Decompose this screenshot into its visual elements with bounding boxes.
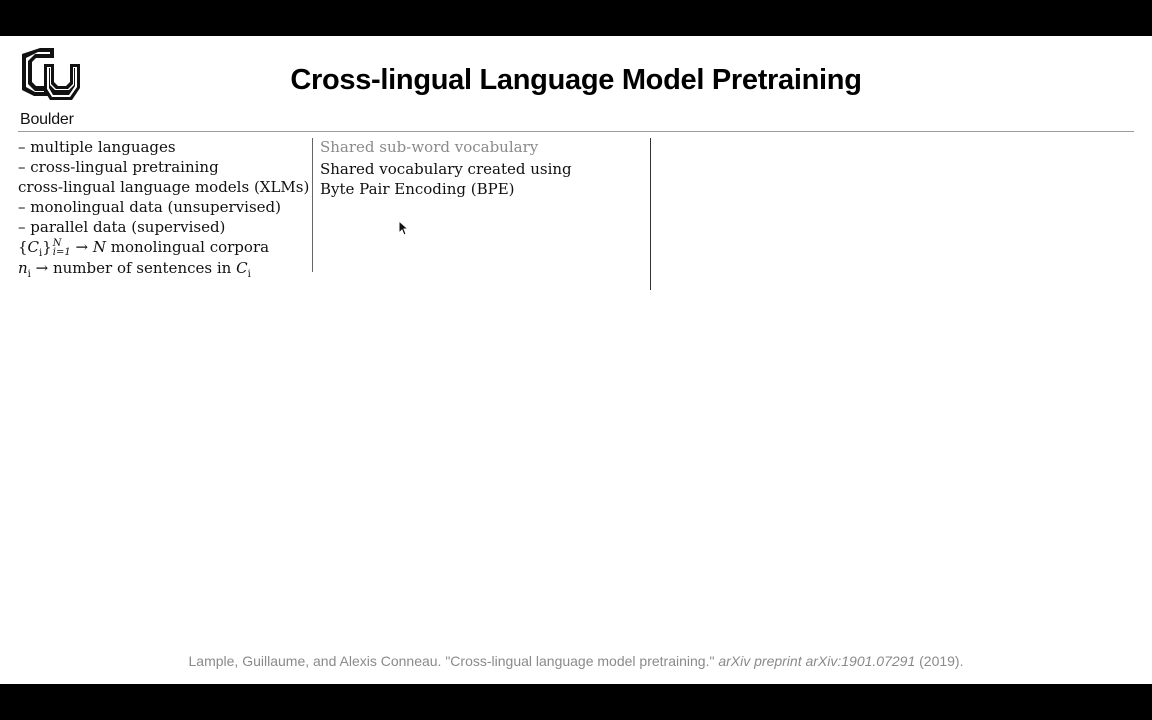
citation-venue: arXiv preprint arXiv:1901.07291 bbox=[718, 653, 916, 669]
math-arrow: → bbox=[70, 238, 93, 256]
column-divider-left bbox=[312, 138, 313, 272]
left-line: – multiple languages bbox=[18, 138, 176, 156]
left-line: cross-lingual language models (XLMs) bbox=[18, 178, 310, 196]
left-line: – cross-lingual pretraining bbox=[18, 158, 219, 176]
math-sub: i bbox=[247, 269, 251, 280]
slide-title-text: Cross-lingual Language Model Pretraining bbox=[290, 64, 862, 96]
math-brace-close: } bbox=[42, 238, 52, 256]
math-var: C bbox=[236, 259, 248, 277]
cu-logo-icon bbox=[22, 48, 80, 100]
math-var-n: N bbox=[92, 238, 106, 256]
logo-text: Boulder bbox=[20, 111, 74, 128]
slide-title: Cross-lingual Language Model Pretraining bbox=[0, 64, 1152, 97]
math-text: monolingual corpora bbox=[105, 238, 270, 256]
slide: Boulder Cross-lingual Language Model Pre… bbox=[0, 36, 1152, 684]
citation-year: (2019). bbox=[915, 653, 964, 669]
mouse-cursor-icon bbox=[398, 220, 408, 236]
column-divider-right bbox=[650, 138, 651, 290]
math-text: number of sentences in bbox=[52, 259, 237, 277]
math-sub: i bbox=[27, 269, 31, 280]
citation: Lample, Guillaume, and Alexis Conneau. "… bbox=[0, 653, 1152, 669]
header-divider bbox=[18, 131, 1134, 132]
middle-heading: Shared sub-word vocabulary bbox=[320, 138, 539, 156]
math-sub: i bbox=[39, 248, 43, 259]
middle-column: Shared sub-word vocabulary Shared vocabu… bbox=[320, 137, 645, 199]
math-arrow: → bbox=[30, 259, 53, 277]
left-line: – monolingual data (unsupervised) bbox=[18, 198, 282, 216]
math-limit-sup: N bbox=[52, 238, 62, 249]
math-var: n bbox=[18, 259, 28, 277]
left-column: – multiple languages – cross-lingual pre… bbox=[18, 137, 318, 280]
math-brace-open: { bbox=[18, 238, 28, 256]
middle-line: Byte Pair Encoding (BPE) bbox=[320, 180, 515, 198]
sentences-formula: ni → number of sentences in Ci bbox=[18, 258, 318, 280]
citation-authors: Lample, Guillaume, and Alexis Conneau. "… bbox=[188, 653, 719, 669]
left-line: – parallel data (supervised) bbox=[18, 218, 226, 236]
cu-logo: Boulder bbox=[18, 44, 86, 128]
math-var: C bbox=[27, 238, 40, 256]
math-limit-sub: i=1 bbox=[52, 247, 71, 258]
middle-line: Shared vocabulary created using bbox=[320, 160, 572, 178]
